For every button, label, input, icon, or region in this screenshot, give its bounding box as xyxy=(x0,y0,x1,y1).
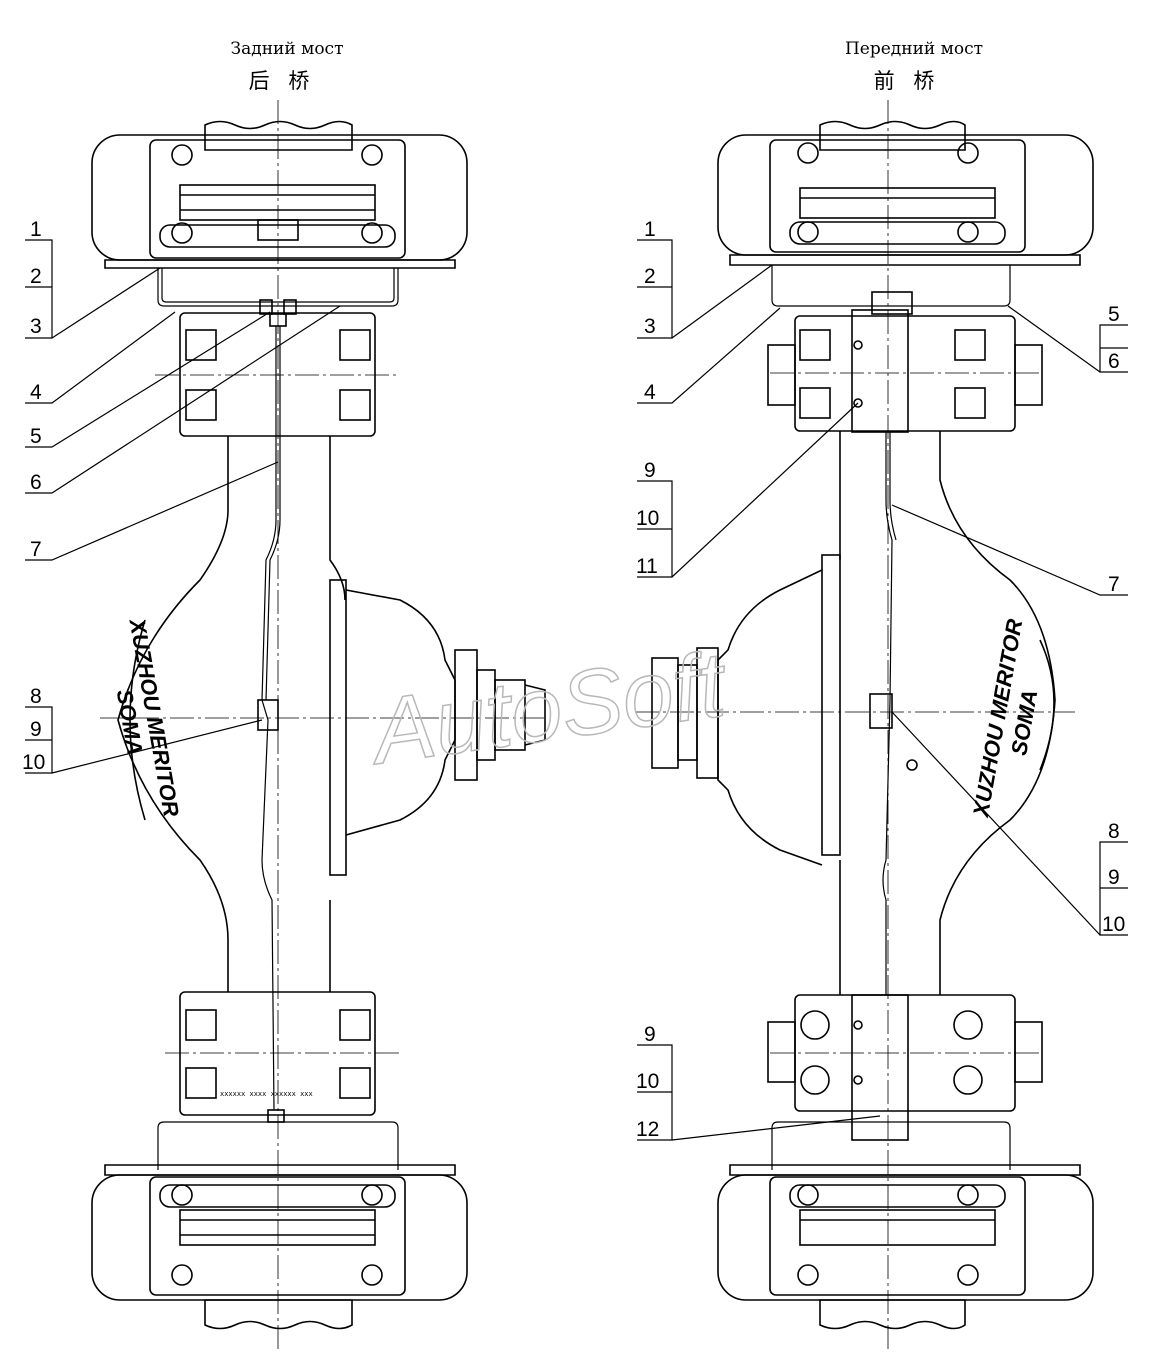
front-axle-drawing xyxy=(635,100,1094,1350)
rear-callout-4: 4 xyxy=(30,381,42,404)
front-axle-title-ru: Передний мост xyxy=(845,39,983,59)
front-callout-10b: 10 xyxy=(636,1070,659,1093)
front-axle-title-cn: 前 桥 xyxy=(874,69,941,93)
rear-callout-7: 7 xyxy=(30,538,42,561)
front-callout-6: 6 xyxy=(1108,350,1120,373)
rear-callout-3: 3 xyxy=(30,315,42,338)
rear-callout-9: 9 xyxy=(30,718,42,741)
front-callout-10c: 10 xyxy=(1102,913,1125,936)
rear-callout-5: 5 xyxy=(30,425,42,448)
rear-axle-title-cn: 后 桥 xyxy=(249,69,316,93)
rear-callout-1: 1 xyxy=(30,218,42,241)
rear-callout-2: 2 xyxy=(30,265,42,288)
front-callout-5: 5 xyxy=(1108,303,1120,326)
rear-logo: XUZHOU MERITOR SOMA xyxy=(112,615,184,818)
rear-axle-drawing xyxy=(91,100,546,1350)
front-callout-9c: 9 xyxy=(1108,866,1120,889)
front-callout-8: 8 xyxy=(1108,820,1120,843)
rear-callout-8: 8 xyxy=(30,685,42,708)
front-callout-3: 3 xyxy=(644,315,656,338)
front-callout-11: 11 xyxy=(636,555,658,578)
front-callout-4: 4 xyxy=(644,381,656,404)
front-callout-12: 12 xyxy=(636,1118,659,1141)
rear-callout-10: 10 xyxy=(22,751,45,774)
leader-lines-rear xyxy=(25,239,341,774)
plate-text: xxxxxx xxxx xxxxxx xxx xyxy=(220,1090,313,1098)
front-callout-9a: 9 xyxy=(644,459,656,482)
front-callout-1: 1 xyxy=(644,218,656,241)
leader-lines-front xyxy=(637,239,1128,1141)
front-callout-2: 2 xyxy=(644,265,656,288)
rear-axle-title-ru: Задний мост xyxy=(231,39,344,59)
rear-callout-6: 6 xyxy=(30,471,42,494)
front-logo: XUZHOU MERITOR SOMA xyxy=(968,617,1043,820)
front-callout-9b: 9 xyxy=(644,1023,656,1046)
front-callout-7: 7 xyxy=(1108,573,1120,596)
front-callout-10a: 10 xyxy=(636,507,659,530)
